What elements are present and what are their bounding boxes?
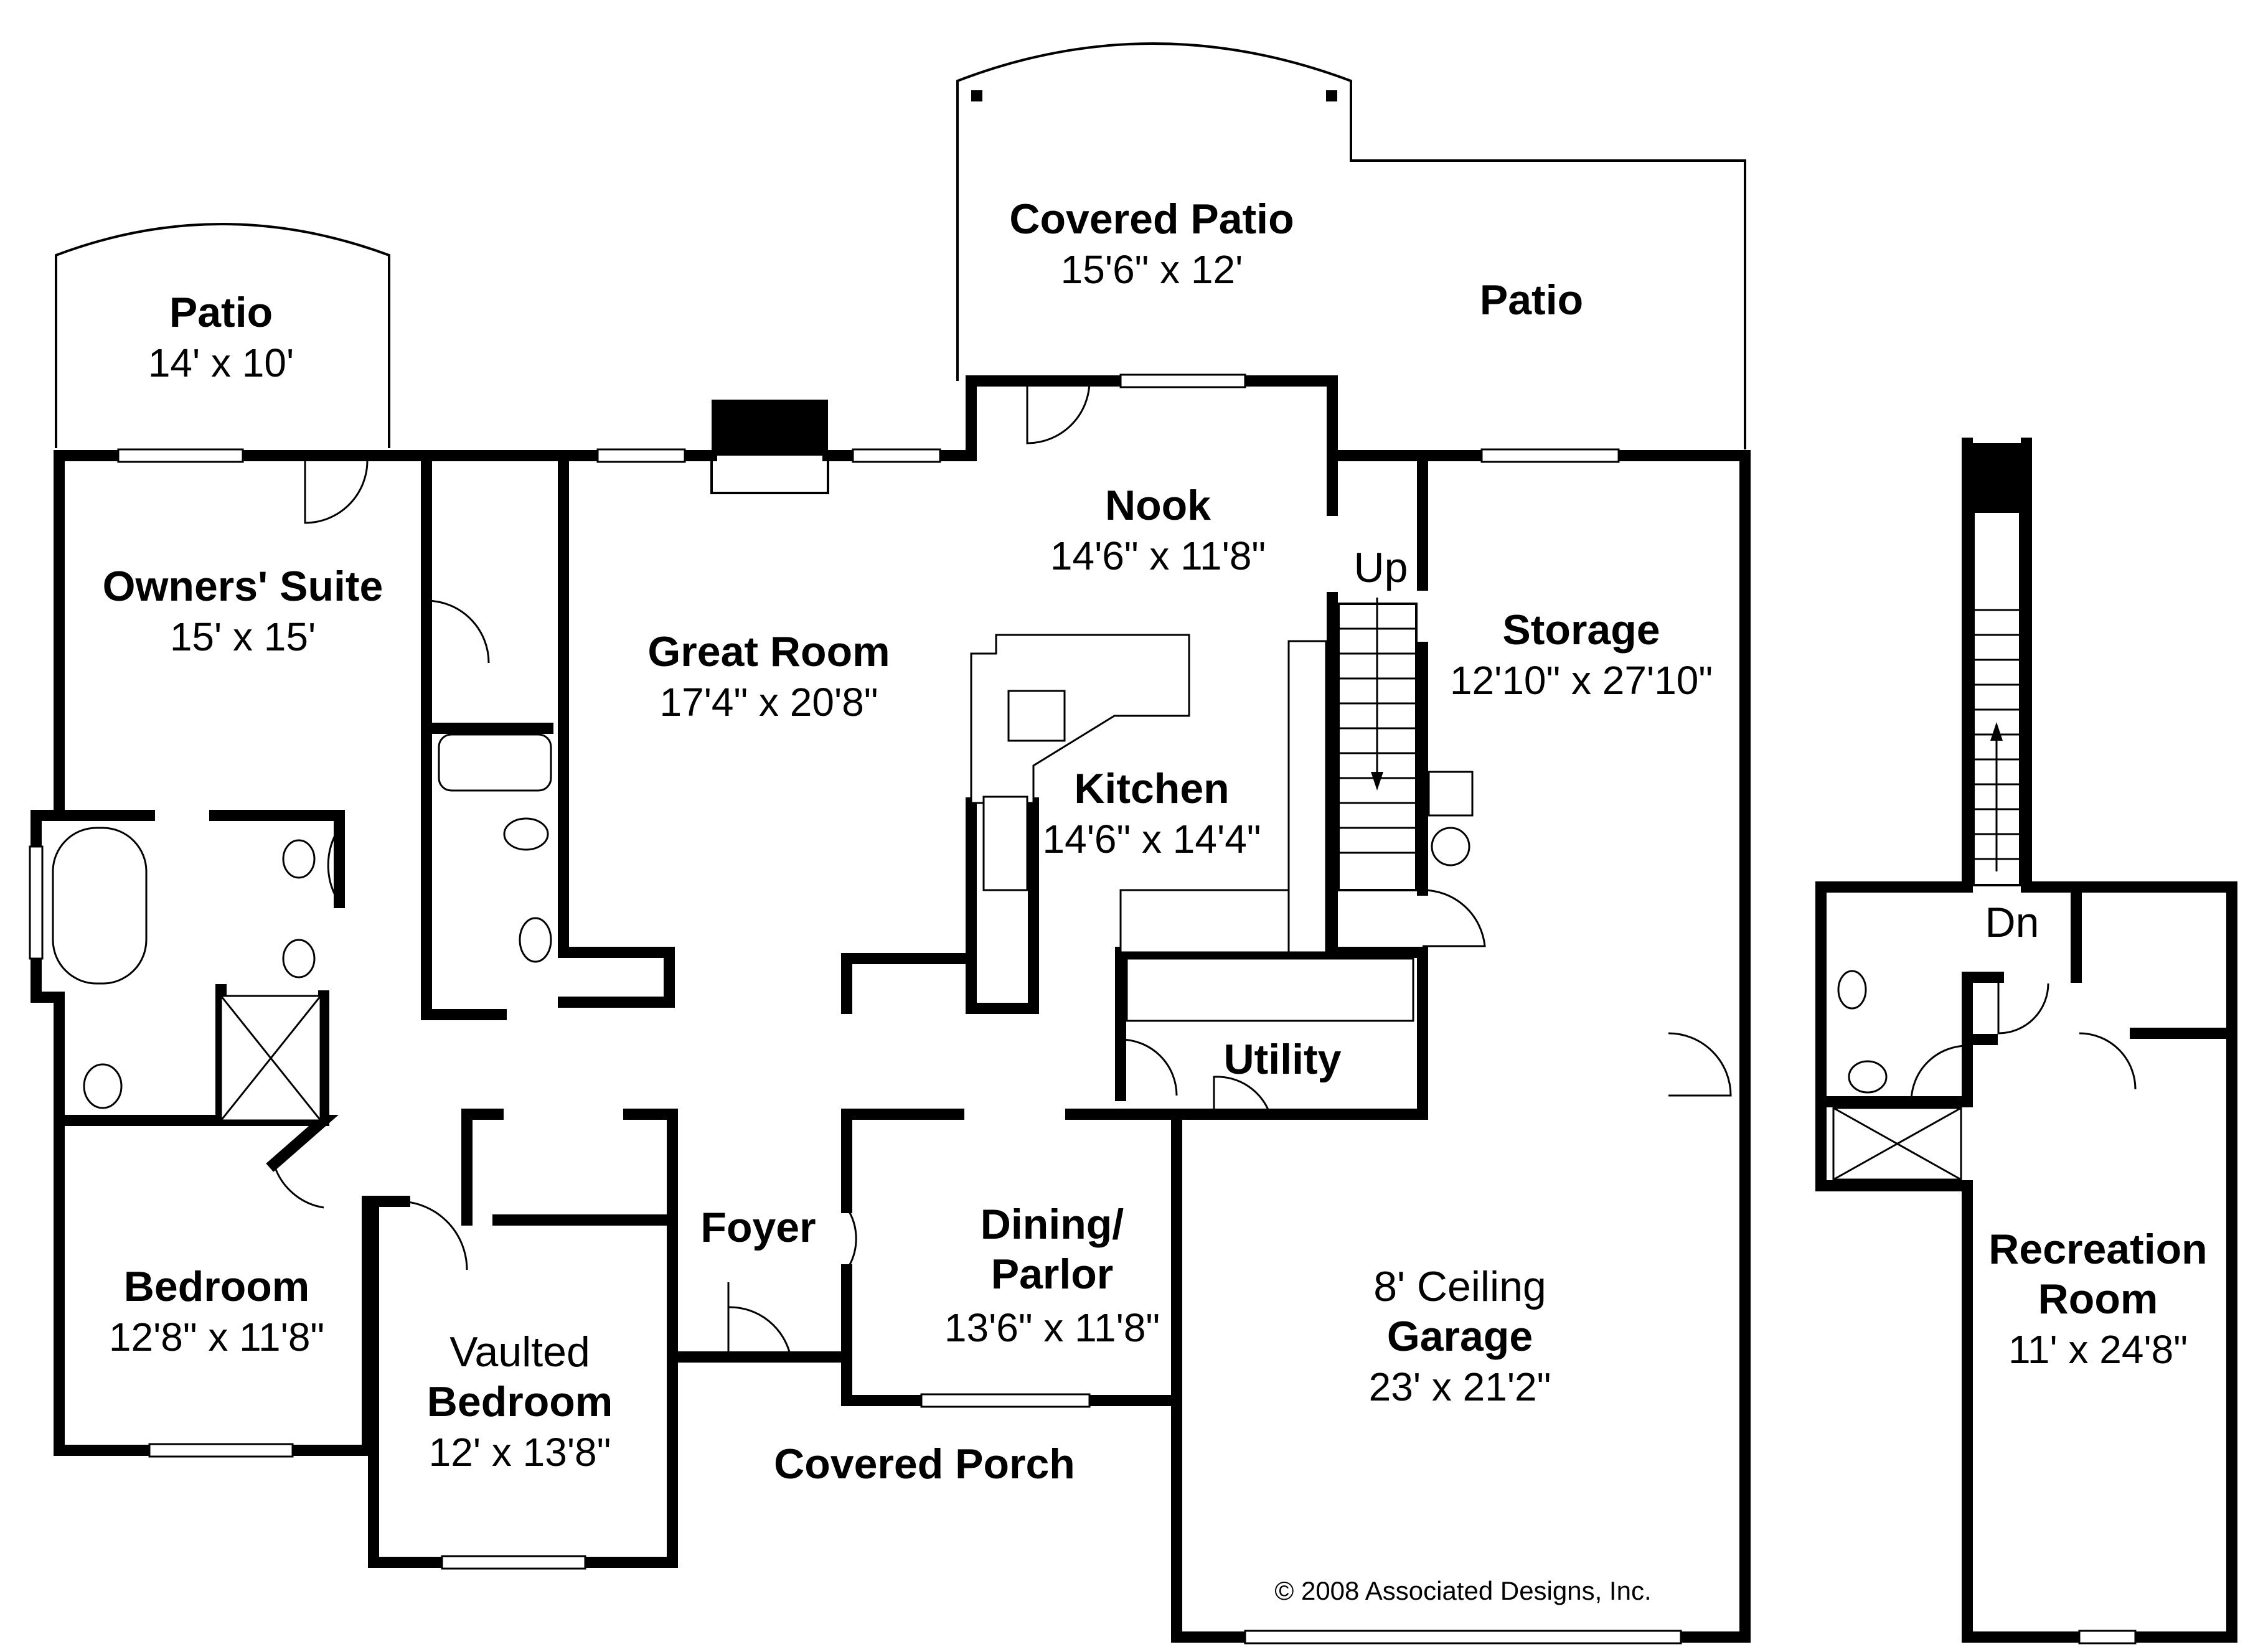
dining-name-line1: Dining/	[981, 1201, 1124, 1248]
patio-right-name: Patio	[1480, 276, 1583, 324]
stairs-up-label: Up	[1354, 544, 1408, 591]
kitchen-name: Kitchen	[1074, 765, 1229, 812]
stairs-down	[1972, 510, 2021, 886]
room-labels: Covered Patio 15'6" x 12' Patio Patio 14…	[103, 195, 2208, 1605]
garage-prefix: 8' Ceiling	[1373, 1263, 1546, 1310]
stairs-up	[1337, 598, 1418, 891]
great-room-name: Great Room	[647, 628, 890, 675]
kitchen-fixtures	[970, 634, 1414, 1022]
bedroom-dims: 12'8" x 11'8"	[109, 1315, 324, 1359]
garage-name: Garage	[1387, 1313, 1533, 1360]
bath-fixtures	[52, 733, 1474, 1122]
great-room-dims: 17'4" x 20'8"	[660, 680, 878, 725]
bedroom-name: Bedroom	[124, 1263, 309, 1310]
kitchen-dims: 14'6" x 14'4"	[1043, 817, 1261, 861]
recreation-wing-walls	[1815, 438, 2237, 1645]
storage-dims: 12'10" x 27'10"	[1450, 658, 1713, 703]
dining-name-line2: Parlor	[991, 1251, 1114, 1298]
patio-left-dims: 14' x 10'	[148, 340, 294, 385]
covered-porch-name: Covered Porch	[774, 1440, 1075, 1488]
patio-left-name: Patio	[169, 289, 273, 336]
utility-name: Utility	[1224, 1036, 1342, 1083]
owners-suite-dims: 15' x 15'	[170, 614, 316, 659]
vaulted-bedroom-dims: 12' x 13'8"	[429, 1430, 611, 1475]
interior-walls	[54, 400, 1428, 1456]
nook-name: Nook	[1105, 482, 1211, 529]
storage-name: Storage	[1502, 606, 1660, 654]
covered-patio-dims: 15'6" x 12'	[1061, 247, 1243, 292]
windows	[29, 373, 1682, 1645]
left-patio-outline	[55, 223, 390, 448]
covered-patio-outline	[956, 42, 1746, 449]
covered-patio-name: Covered Patio	[1009, 195, 1294, 243]
copyright-text: © 2008 Associated Designs, Inc.	[1274, 1576, 1651, 1605]
dining-dims: 13'6" x 11'8"	[944, 1305, 1160, 1350]
nook-dims: 14'6" x 11'8"	[1050, 533, 1266, 578]
foyer-name: Foyer	[700, 1204, 816, 1251]
stairs-down-label: Dn	[1985, 899, 2039, 946]
vaulted-bedroom-name: Bedroom	[427, 1378, 613, 1425]
garage-dims: 23' x 21'2"	[1369, 1364, 1551, 1409]
vaulted-bedroom-prefix: Vaulted	[449, 1328, 590, 1376]
owners-suite-name: Owners' Suite	[103, 563, 383, 610]
recreation-room-name-line2: Room	[2038, 1275, 2158, 1323]
recreation-room-dims: 11' x 24'8"	[2008, 1327, 2188, 1372]
door-swings	[273, 380, 2137, 1358]
recreation-room-name-line1: Recreation	[1988, 1226, 2207, 1273]
